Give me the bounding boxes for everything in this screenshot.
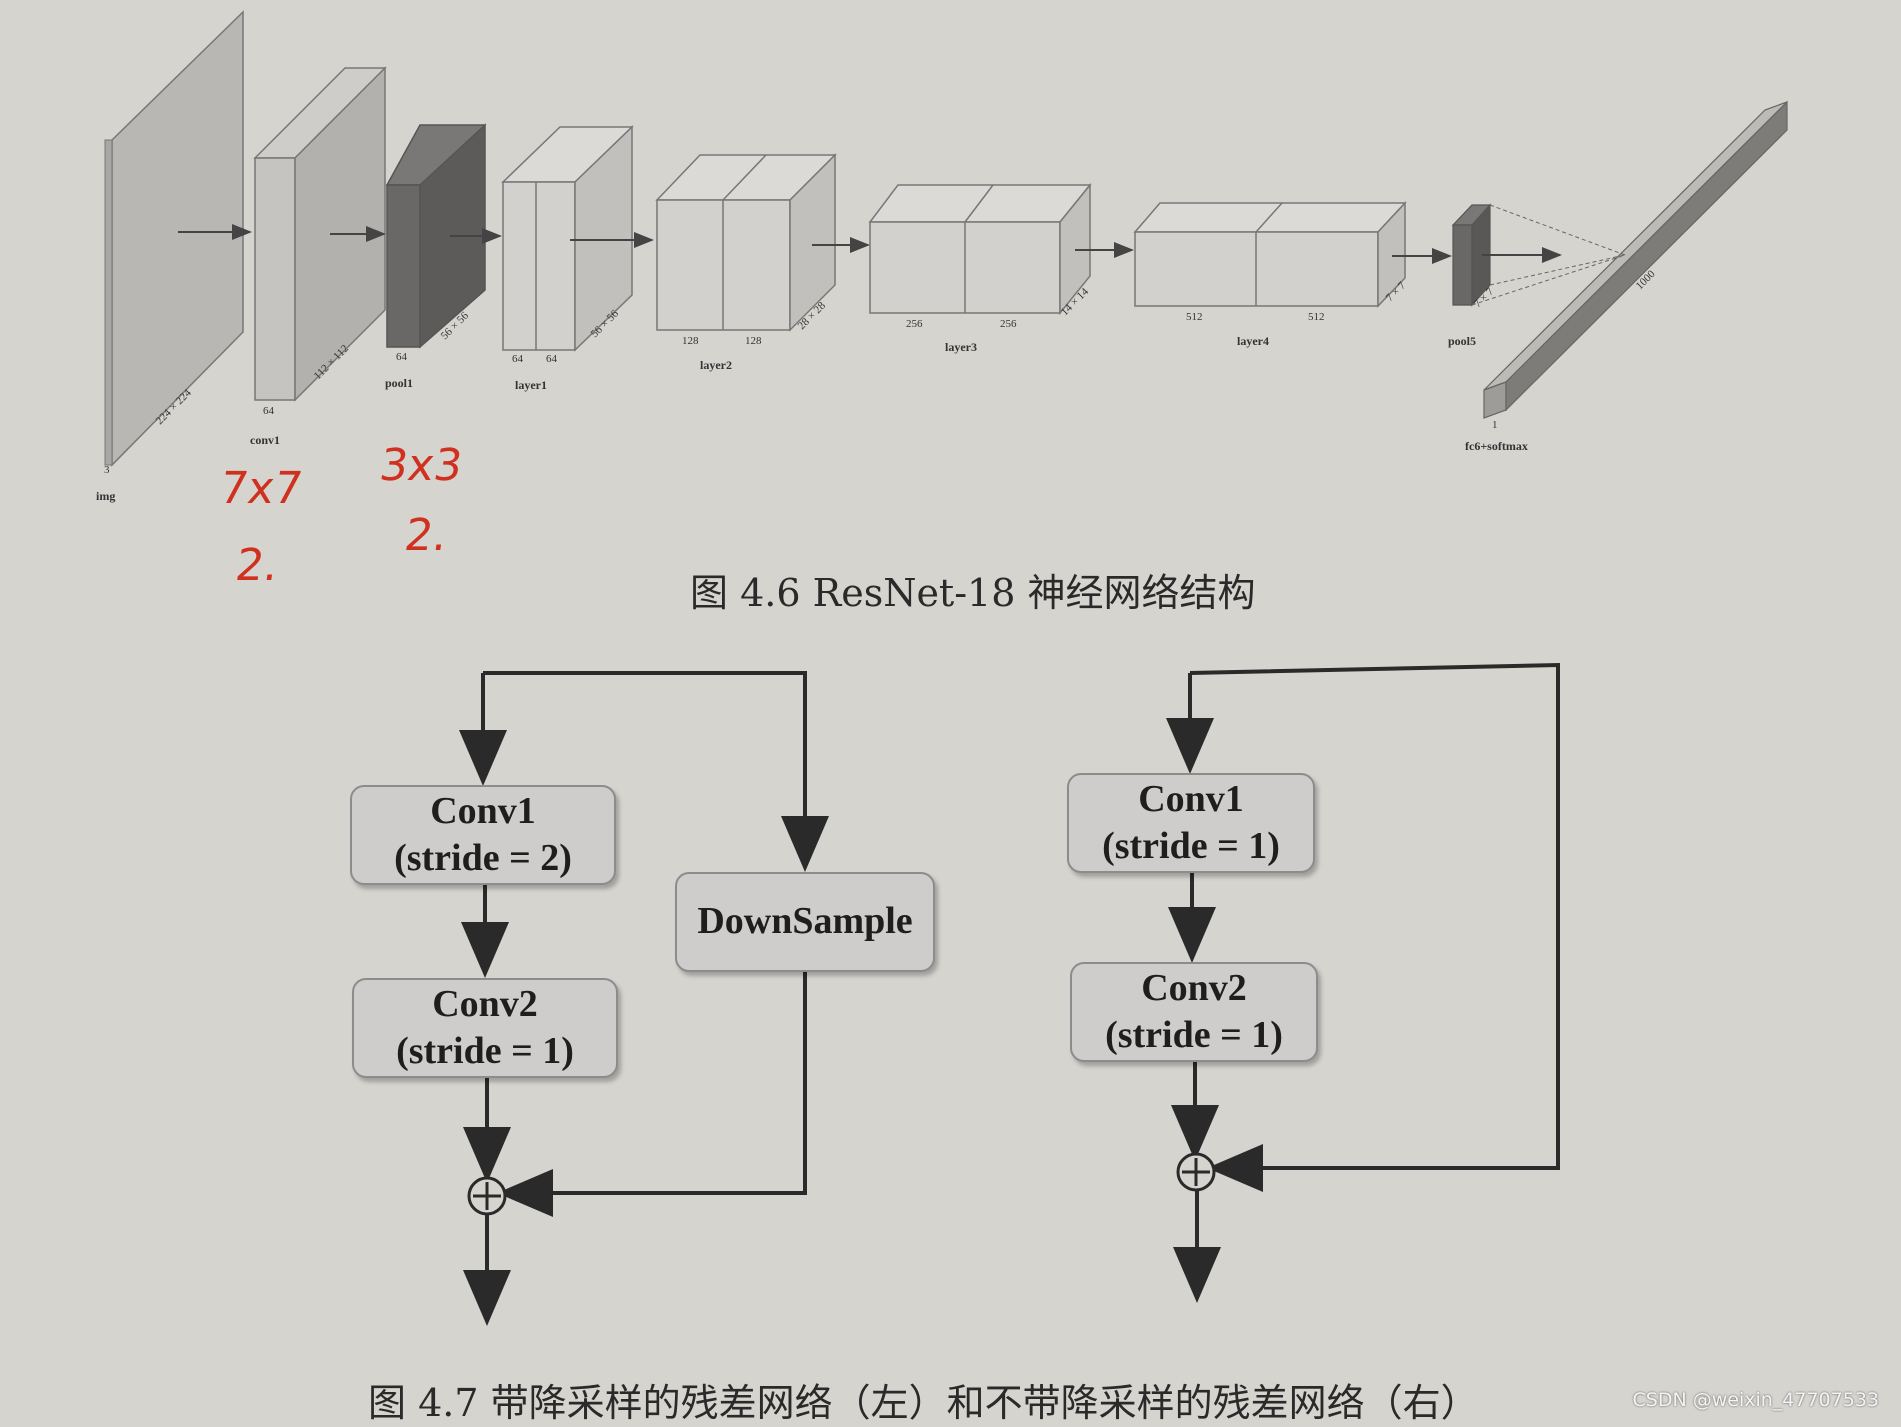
figure-4-7-caption: 图 4.7 带降采样的残差网络（左）和不带降采样的残差网络（右） — [368, 1381, 1479, 1425]
figure-4-6-caption: 图 4.6 ResNet-18 神经网络结构 — [690, 571, 1256, 615]
pool5-to-fc-dashes — [1471, 204, 1626, 306]
layer3-channels-a: 256 — [906, 318, 923, 330]
layer1-label: layer1 — [515, 378, 547, 392]
left-conv1-stride: (stride = 2) — [394, 837, 572, 879]
downsample-label: DownSample — [697, 900, 913, 943]
layer1-box — [501, 125, 634, 352]
layer1-channels-b: 64 — [546, 353, 558, 365]
layer2-box — [655, 153, 837, 332]
layer3-box — [868, 182, 1092, 316]
right-conv2-title: Conv2 — [1141, 966, 1247, 1009]
fc6-channels: 1 — [1492, 419, 1498, 431]
layer2-channels-a: 128 — [682, 335, 699, 347]
pool1-label: pool1 — [385, 376, 413, 390]
resnet18-architecture-diagram: 3 224 × 224 img 64 112 × 112 conv1 64 56… — [96, 10, 1788, 503]
right-conv1-stride: (stride = 1) — [1102, 825, 1280, 867]
left-conv2-title: Conv2 — [432, 982, 538, 1025]
left-conv2-box: Conv2 (stride = 1) — [352, 978, 618, 1078]
pool5-label: pool5 — [1448, 334, 1476, 348]
layer2-label: layer2 — [700, 358, 732, 372]
layer3-channels-b: 256 — [1000, 318, 1017, 330]
pool1-channels: 64 — [396, 351, 408, 363]
conv1-label: conv1 — [250, 433, 280, 447]
conv1-channels: 64 — [263, 405, 275, 417]
layer4-label: layer4 — [1237, 334, 1269, 348]
left-conv2-stride: (stride = 1) — [396, 1030, 574, 1072]
csdn-watermark: CSDN @weixin_47707533 — [1632, 1389, 1880, 1411]
right-conv2-stride: (stride = 1) — [1105, 1014, 1283, 1056]
layer2-channels-b: 128 — [745, 335, 762, 347]
left-conv1-title: Conv1 — [430, 789, 536, 832]
right-conv1-title: Conv1 — [1138, 777, 1244, 820]
left-conv1-box: Conv1 (stride = 2) — [350, 785, 616, 885]
img-channels: 3 — [104, 464, 110, 476]
img-label: img — [96, 489, 115, 503]
right-conv1-box: Conv1 (stride = 1) — [1067, 773, 1315, 873]
downsample-box: DownSample — [675, 872, 935, 972]
layer4-channels-a: 512 — [1186, 311, 1203, 323]
right-conv2-box: Conv2 (stride = 1) — [1070, 962, 1318, 1062]
right-add-node — [1176, 1152, 1216, 1192]
layer4-channels-b: 512 — [1308, 311, 1325, 323]
fc6-bar — [1483, 100, 1788, 419]
flow-arrows — [178, 224, 1562, 264]
fc6-label: fc6+softmax — [1465, 439, 1528, 453]
layer1-channels-a: 64 — [512, 353, 524, 365]
conv1-slab — [253, 66, 387, 402]
layer4-box — [1133, 201, 1407, 308]
img-slab — [104, 10, 244, 467]
left-add-node — [467, 1176, 507, 1216]
layer3-label: layer3 — [945, 340, 977, 354]
